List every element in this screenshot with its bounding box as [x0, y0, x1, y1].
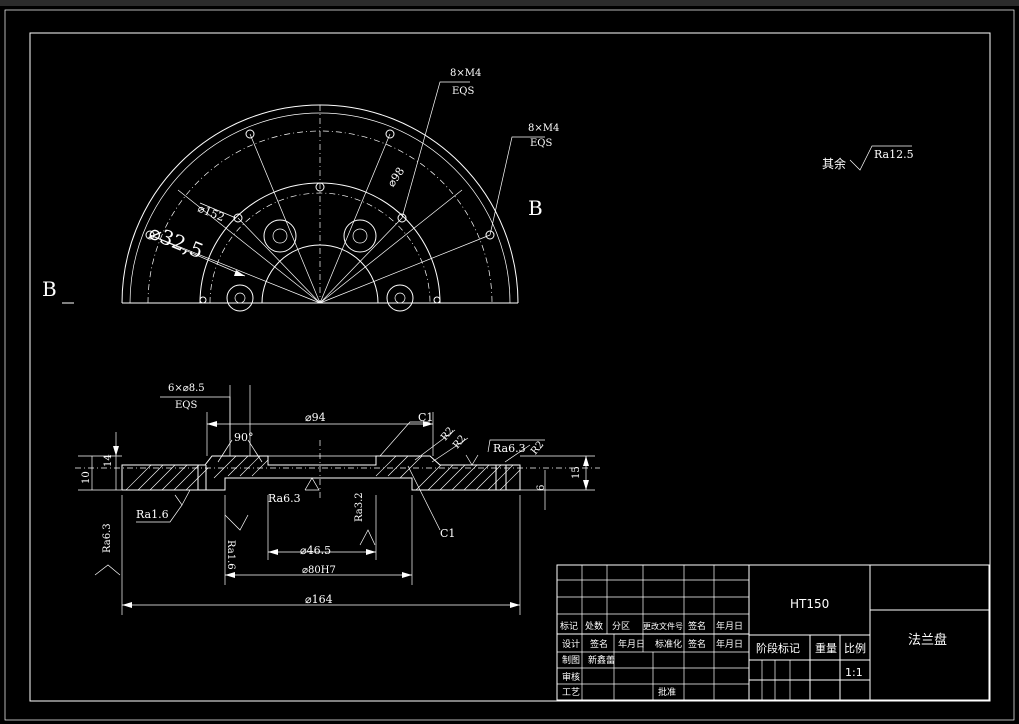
- dim-dia-46-5: ⌀46.5: [300, 544, 331, 557]
- row-draw-label: 制图: [562, 654, 580, 666]
- bolt-hole-right: [343, 219, 377, 253]
- tapped-hole: [245, 129, 255, 139]
- ra-6-3-left: Ra6.3: [102, 523, 113, 553]
- tapped-hole: [397, 213, 407, 223]
- header-cell: 标记: [560, 620, 578, 632]
- hole-callout-spec: 6×⌀8.5: [168, 383, 205, 394]
- tapped-hole: [145, 230, 155, 240]
- dim-dia-152: ⌀152: [196, 202, 226, 224]
- drafter-name: 新鑫蕾: [588, 654, 615, 666]
- dim-dia-94: ⌀94: [305, 411, 326, 424]
- dim-6: 6: [536, 485, 547, 491]
- design-cell: 标准化: [655, 638, 682, 650]
- header-cell: 处数: [585, 620, 603, 632]
- bolt-hole-lower-right-inner: [394, 292, 406, 304]
- ra-1-6-bore: Ra1.6: [225, 540, 236, 570]
- view-label-b-left: B: [42, 277, 57, 301]
- material: HT150: [790, 597, 829, 611]
- scale-label: 比例: [844, 641, 866, 655]
- stage-mark: 阶段标记: [756, 641, 800, 655]
- roughness-note: 其余 Ra12.5: [822, 145, 914, 171]
- dim-dia-80h7: ⌀80H7: [302, 565, 336, 576]
- leader-holes-right: [489, 136, 545, 236]
- roughness-note-prefix: 其余: [822, 156, 846, 171]
- roughness-note-value: Ra12.5: [874, 148, 914, 161]
- tapped-hole: [199, 296, 207, 304]
- dim-dia-98: ⌀98: [385, 165, 407, 189]
- hole-callout-note: EQS: [175, 400, 197, 411]
- leader-holes-upper: [401, 81, 470, 219]
- top-view: [121, 81, 545, 312]
- header-cell: 签名: [688, 620, 706, 632]
- dim-angle-90: 90°: [234, 431, 254, 444]
- section-view: [75, 385, 600, 615]
- ra-3-2: Ra3.2: [354, 492, 365, 522]
- dim-14: 14: [103, 454, 114, 467]
- fillet-r2-c: R2: [529, 439, 546, 457]
- tapped-hole: [385, 129, 395, 139]
- callout-holes-upper-spec: 8×M4: [450, 68, 481, 79]
- ra-6-3-face: Ra6.3: [268, 492, 301, 505]
- scale-value: 1:1: [845, 666, 863, 679]
- dim-15: 15: [571, 466, 582, 479]
- hatch-left: [125, 455, 269, 491]
- part-name: 法兰盘: [908, 632, 947, 648]
- bolt-hole-left: [263, 219, 297, 253]
- callout-holes-upper-note: EQS: [452, 86, 474, 97]
- row-process-label: 工艺: [562, 687, 580, 698]
- weight-label: 重量: [815, 641, 837, 655]
- bolt-hole-lower-right: [386, 284, 414, 312]
- section-outline: [121, 455, 521, 491]
- dim-dia-32-5: ⌀32,5: [145, 220, 206, 263]
- inner-bore: [261, 244, 379, 304]
- dim-10: 10: [81, 471, 92, 484]
- title-block: [556, 564, 990, 701]
- header-cell: 更改文件号: [643, 621, 683, 631]
- dim-dia-164: ⌀164: [305, 593, 333, 606]
- design-cell: 年月日: [618, 638, 645, 650]
- hatch-right: [375, 455, 521, 491]
- sheet-outer-border: [4, 9, 1015, 721]
- bolt-hole-lower-left: [226, 284, 254, 312]
- ra-1-6: Ra1.6: [136, 508, 169, 521]
- row-check-label: 审核: [562, 671, 580, 683]
- ra-6-3-top: Ra6.3: [493, 442, 526, 455]
- window-top-strip: [0, 0, 1019, 6]
- design-cell: 年月日: [716, 638, 743, 650]
- design-cell: 签名: [590, 638, 608, 650]
- design-cell: 签名: [688, 638, 706, 650]
- bolt-hole-lower-left-inner: [234, 292, 246, 304]
- tapped-hole: [433, 296, 441, 304]
- tapped-hole: [233, 213, 243, 223]
- tapped-hole: [485, 230, 495, 240]
- chamfer-c1-top: C1: [418, 411, 433, 424]
- design-cell: 设计: [562, 638, 580, 650]
- pitch-circle-outer: [147, 130, 493, 304]
- callout-holes-right-spec: 8×M4: [528, 123, 559, 134]
- inner-arc-1: [129, 112, 511, 304]
- bolt-hole-right-inner: [352, 228, 368, 244]
- tapped-hole: [315, 182, 325, 192]
- approve-label: 批准: [658, 686, 676, 698]
- header-cell: 年月日: [716, 620, 743, 632]
- header-cell: 分区: [612, 621, 630, 632]
- callout-holes-right-note: EQS: [530, 138, 552, 149]
- fillet-r2-b: R2: [451, 433, 468, 451]
- chamfer-c1-bottom: C1: [440, 527, 455, 540]
- sheet-frame: [29, 32, 991, 702]
- view-label-b-right: B: [528, 196, 543, 220]
- bolt-hole-left-inner: [272, 228, 288, 244]
